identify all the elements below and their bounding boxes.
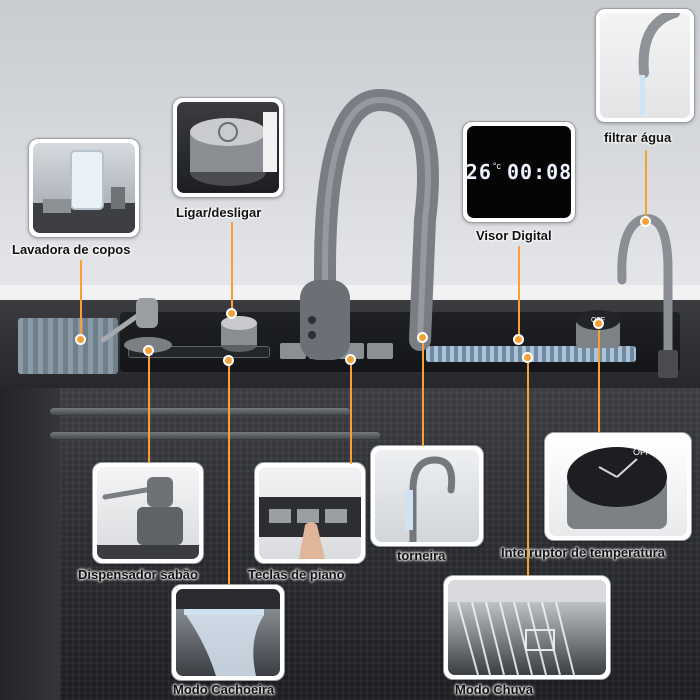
label-glass-rinser: Lavadora de copos [12,242,131,257]
label-digital-display: Visor Digital [476,228,552,243]
label-faucet: torneira [397,548,446,563]
photo-main-faucet [370,445,484,547]
label-temperature: Interruptor de temperatura [501,545,665,560]
marker-rain [522,352,533,363]
photo-soap-dispenser [92,462,204,564]
marker-piano [345,354,356,365]
display-unit: °c [492,161,501,171]
display-time: 00:08 [507,160,571,184]
connector-rain [527,360,529,576]
marker-power [226,308,237,319]
photo-waterfall-mode [171,584,285,681]
marker-faucet [417,332,428,343]
connector-soap [148,350,150,462]
soap-dispenser[interactable] [98,290,178,360]
label-rain: Modo Chuva [455,682,533,697]
label-filter: filtrar água [604,130,672,145]
main-faucet[interactable] [270,80,470,380]
marker-waterfall [223,355,234,366]
photo-digital-display: 26 °c 00:08 [462,121,576,223]
connector-piano [350,360,352,464]
connector-display [518,246,520,338]
piano-key-4[interactable] [367,343,393,359]
piano-key-1[interactable] [280,343,306,359]
marker-glass-rinser [75,334,86,345]
basin-rail-top [50,408,350,415]
basin-side-wall [0,388,60,700]
photo-piano-keys [254,462,366,564]
connector-waterfall [228,360,230,585]
power-knob[interactable] [215,305,265,355]
marker-filter [640,216,651,227]
marker-temperature [593,318,604,329]
connector-temperature [598,330,600,433]
photo-knob-off-text: OFF [633,447,651,457]
label-power: Ligar/desligar [176,205,262,220]
photo-rain-mode [443,575,611,680]
photo-glass-rinser [28,138,140,238]
connector-faucet [422,338,424,446]
label-waterfall: Modo Cachoeira [173,682,275,697]
marker-display [513,334,524,345]
connector-power [231,222,233,312]
photo-temperature-knob: OFF [544,432,692,541]
label-soap: Dispensador sabão [78,567,198,582]
photo-power-knob [172,97,284,198]
label-piano: Teclas de piano [248,567,345,582]
photo-filter-faucet [595,8,695,123]
display-temperature: 26 [467,160,492,184]
glass-rinser-plate[interactable] [18,318,118,374]
marker-soap [143,345,154,356]
basin-rail-bottom [50,432,380,439]
connector-glass-rinser [80,260,82,340]
connector-filter [645,150,647,222]
